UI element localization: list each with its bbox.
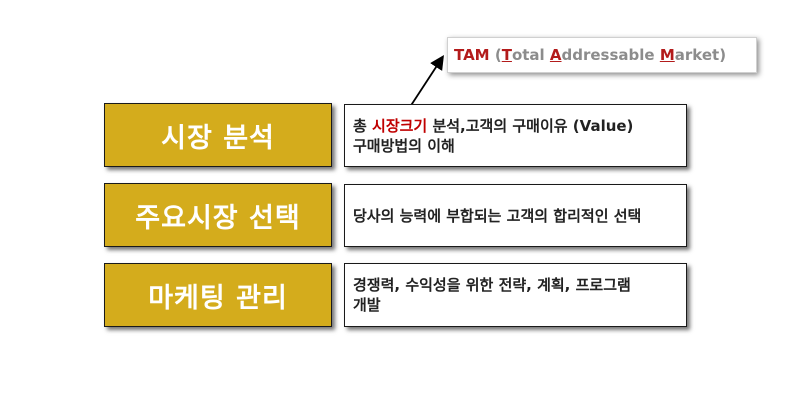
row-desc-line1: 당사의 능력에 부합되는 고객의 합리적인 선택 — [353, 206, 642, 225]
tam-letter-m: M — [659, 46, 675, 64]
row-label-market-analysis: 시장 분석 — [104, 103, 332, 167]
tam-letter-t: T — [501, 46, 512, 64]
row-label-target-market: 주요시장 선택 — [104, 183, 332, 247]
tam-callout: TAM ( T otal A ddressable M arket) — [447, 37, 757, 73]
row-desc-line2: 구매방법의 이해 — [353, 136, 455, 155]
tam-rest-m: arket) — [674, 46, 727, 64]
row-desc-line: 총 시장크기 분석,고객의 구매이유 (Value) — [353, 116, 678, 136]
row-desc-line2: 개발 — [353, 296, 381, 314]
desc-prefix: 총 — [353, 116, 373, 135]
row-desc-market-analysis: 총 시장크기 분석,고객의 구매이유 (Value) 구매방법의 이해 — [344, 104, 687, 167]
tam-letter-a: A — [549, 46, 562, 64]
tam-rest-a: ddressable — [561, 46, 660, 64]
row-desc-marketing-management: 경쟁력, 수익성을 위한 전략, 계획, 프로그램 개발 — [344, 263, 687, 327]
row-desc-target-market: 당사의 능력에 부합되는 고객의 합리적인 선택 — [344, 184, 687, 247]
row-desc-line1: 경쟁력, 수익성을 위한 전략, 계획, 프로그램 — [353, 276, 631, 294]
tam-open-paren: ( — [494, 46, 502, 64]
tam-rest-t: otal — [511, 46, 550, 64]
tam-abbr: TAM — [454, 46, 490, 64]
desc-highlight-market-size: 시장크기 — [372, 116, 428, 135]
row-label-marketing-management: 마케팅 관리 — [104, 263, 332, 327]
desc-suffix: 분석,고객의 구매이유 (Value) — [427, 116, 634, 135]
